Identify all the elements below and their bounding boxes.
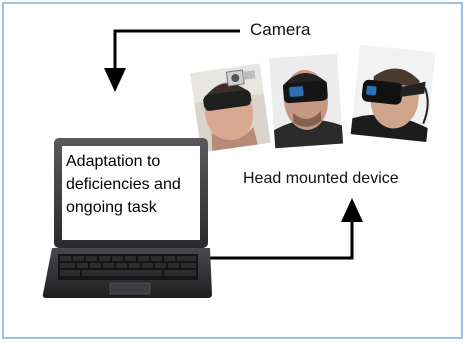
photo-vr-headset-side bbox=[350, 44, 436, 143]
laptop-to-device-arrow bbox=[205, 198, 363, 260]
laptop-screen-text: Adaptation to deficiencies and ongoing t… bbox=[66, 150, 198, 219]
laptop-illustration bbox=[42, 138, 212, 298]
camera-label: Camera bbox=[250, 20, 311, 39]
screen-line: deficiencies and bbox=[66, 176, 181, 193]
photo-vr-headset-front bbox=[269, 53, 344, 149]
photo-camera-headset bbox=[190, 63, 271, 153]
screen-line: ongoing task bbox=[66, 199, 157, 216]
camera-to-laptop-arrow bbox=[104, 29, 240, 92]
head-mounted-device-label: Head mounted device bbox=[243, 170, 399, 187]
screen-line: Adaptation to bbox=[66, 153, 161, 170]
